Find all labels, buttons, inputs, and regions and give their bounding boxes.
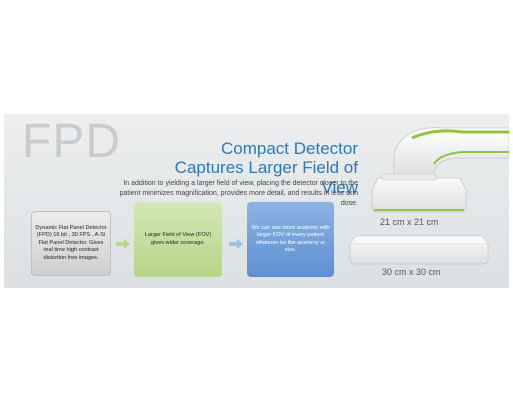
large-detector-size-label: 30 cm x 30 cm: [382, 267, 441, 277]
headline-line-1: Compact Detector: [221, 139, 358, 158]
small-detector-size-label: 21 cm x 21 cm: [380, 217, 439, 227]
flow-box-more-anatomy-text: We can see more anatomy with larger FOV …: [251, 224, 330, 254]
detector-illustration: [349, 127, 509, 265]
flow-box-detector-specs: Dynamic Flat Panel Detector (FPD) 16 bit…: [31, 211, 111, 276]
arrow-right-icon: [116, 239, 130, 249]
headline-line-2: Captures Larger Field of View: [174, 158, 358, 197]
flow-box-larger-fov-text: Larger Field of View (FOV) gives wider c…: [144, 232, 212, 246]
flow-box-larger-fov: Larger Field of View (FOV) gives wider c…: [134, 202, 222, 277]
fpd-watermark-label: FPD: [22, 115, 121, 168]
description-text: In addition to yielding a larger field o…: [119, 180, 359, 207]
arrow-right-icon: [229, 239, 243, 249]
flow-box-more-anatomy: We can see more anatomy with larger FOV …: [247, 202, 334, 277]
flow-box-detector-specs-text: Dynamic Flat Panel Detector (FPD) 16 bit…: [35, 224, 107, 261]
